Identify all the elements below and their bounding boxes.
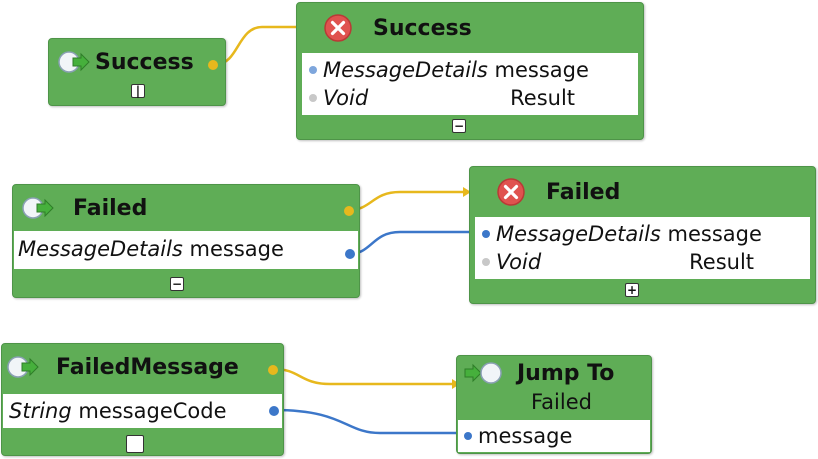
start-node-success[interactable]: Success | — [48, 38, 226, 106]
param-type: Void — [323, 86, 369, 110]
param-type: String — [9, 399, 72, 423]
collapse-toggle[interactable]: − — [170, 277, 184, 291]
node-title: Success — [373, 15, 472, 41]
param-row-message[interactable]: MessageDetails message — [302, 56, 638, 84]
flow-wire-failed — [348, 190, 464, 212]
param-name: message — [667, 222, 762, 246]
flow-out-port[interactable] — [344, 206, 354, 216]
expand-toggle[interactable]: + — [625, 283, 639, 297]
end-node-success[interactable]: Success MessageDetails message Void Resu… — [296, 2, 644, 140]
flow-out-port[interactable] — [208, 60, 218, 70]
param-row-message-code[interactable]: String messageCode — [3, 397, 282, 425]
collapse-toggle[interactable]: | — [131, 84, 145, 98]
input-port — [482, 258, 490, 266]
jump-target-label: Failed — [531, 390, 592, 414]
start-event-icon — [21, 195, 55, 221]
param-row-result[interactable]: Void Result — [302, 84, 638, 112]
node-title: FailedMessage — [56, 354, 239, 380]
param-type: MessageDetails — [323, 58, 488, 82]
flow-wire-success — [216, 25, 298, 66]
flow-wire-failed-jump — [273, 367, 452, 386]
input-port — [309, 94, 317, 102]
jump-to-node[interactable]: Jump To Failed message — [456, 355, 652, 454]
parameter-list: MessageDetails message — [14, 231, 358, 269]
param-name: messageCode — [78, 399, 227, 423]
input-port[interactable] — [464, 432, 472, 440]
param-name: message — [494, 58, 589, 82]
param-row-message[interactable]: message — [458, 422, 650, 450]
collapse-toggle[interactable]: − — [452, 119, 466, 133]
end-node-failed[interactable]: Failed MessageDetails message Void Resul… — [469, 166, 816, 304]
start-event-icon — [57, 49, 91, 75]
node-title: Success — [95, 49, 194, 75]
param-name: Result — [689, 250, 755, 274]
start-node-failed[interactable]: Failed MessageDetails message − — [12, 184, 360, 298]
error-end-icon — [323, 13, 353, 43]
node-title: Failed — [73, 195, 148, 221]
start-node-failed-message[interactable]: FailedMessage String messageCode — [1, 343, 284, 456]
collapse-toggle[interactable] — [126, 435, 144, 453]
param-row-message[interactable]: MessageDetails message — [14, 235, 358, 263]
param-name: Result — [510, 86, 576, 110]
parameter-list: MessageDetails message Void Result — [302, 53, 638, 115]
param-type: MessageDetails — [18, 237, 183, 261]
parameter-list: MessageDetails message Void Result — [475, 217, 810, 279]
node-title: Jump To — [517, 360, 615, 386]
parameter-list: message — [458, 420, 650, 452]
data-wire-message-code — [273, 408, 460, 435]
start-event-icon — [6, 354, 40, 380]
param-type: Void — [496, 250, 542, 274]
input-port[interactable] — [309, 66, 317, 74]
param-name: message — [189, 237, 284, 261]
output-port[interactable] — [345, 249, 355, 259]
node-title: Failed — [546, 179, 621, 205]
param-row-result[interactable]: Void Result — [475, 248, 810, 276]
parameter-list: String messageCode — [3, 394, 282, 428]
data-wire-failed-message — [348, 230, 470, 256]
input-port[interactable] — [482, 230, 490, 238]
flow-out-port[interactable] — [268, 365, 278, 375]
jump-to-icon — [463, 360, 503, 386]
param-row-message[interactable]: MessageDetails message — [475, 220, 810, 248]
output-port[interactable] — [269, 406, 279, 416]
error-end-icon — [496, 177, 526, 207]
param-type: MessageDetails — [496, 222, 661, 246]
param-name: message — [478, 424, 573, 448]
